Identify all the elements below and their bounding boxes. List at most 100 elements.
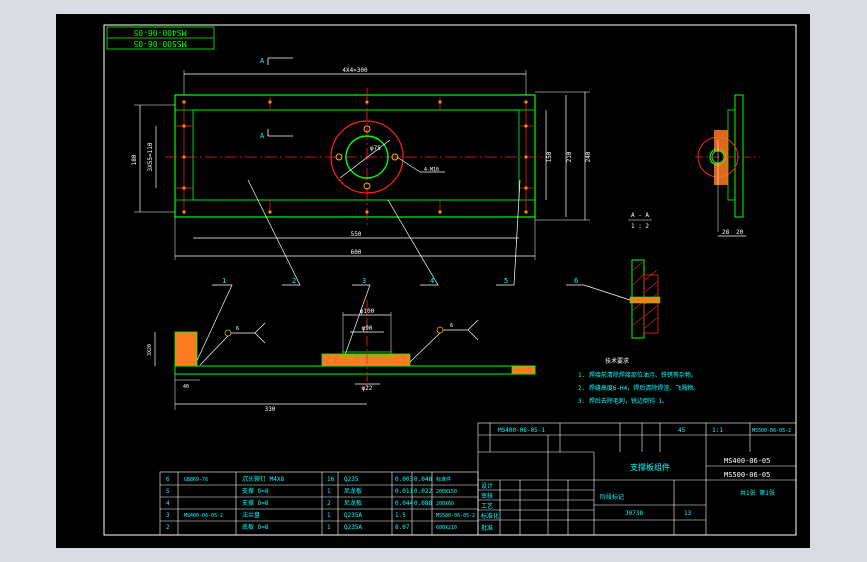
title-block-material: 45 (678, 427, 686, 434)
weld-size-left: 6 (236, 326, 239, 332)
mirrored-stamp: MS400-06-05 MS500-06-05 (106, 26, 215, 50)
weld-size-right: 6 (450, 323, 453, 329)
bom-cell-no: 5 (166, 488, 170, 495)
callout-3: 3 (362, 277, 366, 285)
bom-cell-no: 2 (166, 524, 170, 531)
callout-2: 2 (292, 277, 296, 285)
technical-notes: 技术要求 1. 焊接前清除焊接部位油污、铁锈等杂物。 2. 焊缝高度6-H4，焊… (578, 357, 699, 405)
section-mark-a-mid: A (260, 132, 265, 140)
callout-1: 1 (222, 277, 226, 285)
bom-cell-qty: 1 (327, 488, 331, 495)
bom-cell-name: 底板 δ=8 (242, 523, 269, 531)
bom-cell-mat: 尼龙板 (344, 499, 362, 507)
bom-cell-qty: 1 (327, 512, 331, 519)
height-150-dimension: 150 (546, 151, 553, 162)
section-a-a: A - A 1 : 2 (628, 212, 661, 339)
bom-cell-no: 4 (166, 500, 170, 507)
bom-cell-mat: Q235A (344, 512, 362, 519)
title-block-drawing-no-2: MS500-06-05 (724, 471, 770, 479)
bom-cell-name: 支撑 δ=8 (242, 487, 269, 495)
title-block-role-review: 审核 (481, 492, 493, 500)
width-600-dimension: 600 (351, 249, 362, 256)
title-block-role-approve: 批准 (481, 524, 493, 532)
section-title: A - A (631, 212, 649, 219)
front-thickness-dimension: 3X20 (147, 344, 153, 356)
title-block-stage: 阶段标记 (600, 493, 624, 501)
bom-cell-name: 沉头铆钉 M4X8 (242, 475, 284, 483)
title-block-scale: 1:1 (712, 427, 723, 434)
bom-cell-total: 0.088 (414, 500, 432, 507)
front-dia-22: φ22 (362, 385, 373, 392)
flange-bore-circle (345, 135, 389, 179)
callout-4: 4 (430, 277, 434, 285)
title-block-part-name: 支撑板组件 (630, 462, 670, 472)
title-block-role-process: 工艺 (481, 502, 493, 510)
title-block-code: J0738 (625, 510, 643, 517)
bom-cell-qty: 16 (327, 476, 335, 483)
bom-cell-unit: 0.011 (395, 488, 413, 495)
stamp-line-2: MS500-06-05 (133, 39, 186, 48)
bom-cell-mat: Q235A (344, 524, 362, 531)
bom-cell-name: 支撑 δ=8 (242, 499, 269, 507)
bom-cell-qty: 2 (327, 500, 331, 507)
bom-cell-total: 0.048 (414, 476, 432, 483)
side-28-dimension: 28 (722, 229, 730, 236)
bom-cell-remark: 200X150 (436, 489, 457, 495)
bom-cell-remark: 600X210 (436, 525, 457, 531)
title-block-sheet: 共1张 第1张 (740, 489, 775, 497)
notes-line-1: 1. 焊接前清除焊接部位油污、铁锈等杂物。 (578, 371, 697, 379)
notes-line-3: 3. 焊后去除毛刺，锐边倒钝 1。 (578, 397, 668, 405)
bom-cell-unit: 0.044 (395, 500, 413, 507)
bom-cell-remark: MS500-06-05-2 (436, 513, 475, 519)
title-block-role-standard: 标准化 (481, 512, 499, 520)
front-dia-100: φ100 (360, 308, 375, 315)
width-550-dimension: 550 (351, 231, 362, 238)
bom-cell-total: 0.022 (414, 488, 432, 495)
title-block-weight: 13 (684, 510, 692, 517)
bom-cell-code: MS400-06-05-2 (184, 513, 223, 519)
section-mark-a-top: A (260, 57, 265, 65)
height-180-dimension: 180 (131, 154, 138, 165)
notes-title: 技术要求 (605, 357, 629, 365)
bom-cell-code: GB869-76 (184, 477, 208, 483)
height-110-dimension: 3X55=110 (147, 142, 154, 171)
bom-cell-mat: Q235 (344, 476, 359, 483)
callout-numbers: 1 2 3 4 5 6 (222, 277, 578, 285)
front-40-dimension: 40 (183, 384, 189, 390)
height-240-dimension: 240 (585, 151, 592, 162)
bom-cell-unit: 1.5 (395, 512, 406, 519)
side-20-dimension: 20 (736, 229, 744, 236)
bom-cell-name: 法兰盘 (242, 511, 260, 519)
front-dia-90: φ90 (362, 325, 373, 332)
side-view: 28 20 (695, 94, 760, 237)
callout-5: 5 (504, 277, 508, 285)
bom-cell-remark: 标准件 (436, 476, 451, 483)
callout-leaders (194, 179, 631, 366)
bom-cell-no: 3 (166, 512, 170, 519)
section-scale: 1 : 2 (631, 223, 649, 230)
bom-cell-unit: 0.003 (395, 476, 413, 483)
bom-table (159, 471, 479, 536)
title-block-ref2: MS500-06-05-2 (752, 428, 791, 434)
plan-view: φ75 4-M10 4X4×300 550 600 180 3X55=110 1… (131, 57, 592, 260)
drawing-area (56, 14, 810, 548)
weld-symbol-right (409, 319, 479, 363)
callout-6: 6 (574, 277, 578, 285)
height-210-dimension: 210 (566, 151, 573, 162)
title-block-drawing-no-1: MS400-06-05 (724, 457, 770, 465)
weld-symbol-left (199, 322, 266, 366)
top-span-dimension: 4X4×300 (342, 67, 368, 74)
front-view: φ100 φ90 φ22 330 40 3X20 6 6 (147, 300, 536, 413)
bolt-callout-label: 4-M10 (424, 167, 439, 173)
hole-diameter-label: φ75 (370, 145, 381, 152)
bom-cell-mat: 尼龙板 (344, 487, 362, 495)
bom-cell-unit: 8.07 (395, 524, 410, 531)
bom-cell-qty: 1 (327, 524, 331, 531)
bom-cell-no: 6 (166, 476, 170, 483)
bom-cell-remark: 200X60 (436, 501, 454, 507)
title-block-role-design: 设计 (481, 482, 493, 490)
front-330-dimension: 330 (265, 406, 276, 413)
notes-line-2: 2. 焊缝高度6-H4，焊后清除焊渣、飞溅物。 (578, 384, 699, 392)
